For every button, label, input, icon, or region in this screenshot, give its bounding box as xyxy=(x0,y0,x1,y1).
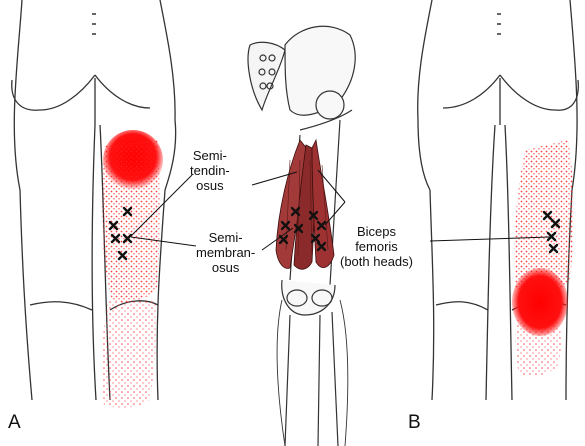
panel-letter-a: A xyxy=(8,412,21,434)
label-semimembranosus: Semi- membran- osus xyxy=(196,230,255,275)
label-semitendinosus: Semi- tendin- osus xyxy=(190,148,230,193)
panel-letter-b: B xyxy=(408,412,421,434)
referred-pain-zone-knee xyxy=(102,300,157,408)
label-biceps-femoris: Biceps femoris (both heads) xyxy=(340,224,413,269)
referred-pain-zone-knee-right xyxy=(512,268,568,336)
